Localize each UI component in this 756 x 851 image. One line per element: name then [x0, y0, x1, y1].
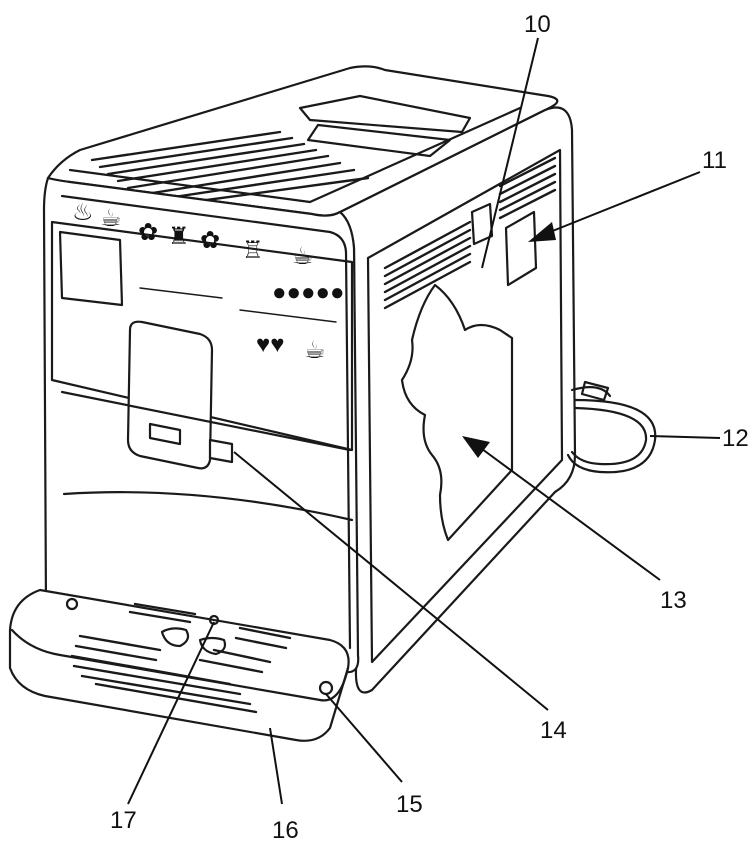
drip-tray-grill [70, 602, 292, 714]
glass-icon: ♖ [242, 237, 264, 264]
leader-16 [269, 727, 283, 805]
leader-10 [481, 37, 539, 269]
bean-icon-2: ✿ [200, 227, 220, 254]
callout-15: 15 [396, 791, 423, 818]
mug-icon-2: ☕ [100, 205, 122, 232]
front-seam-1 [60, 390, 352, 452]
arrowhead-11 [528, 222, 556, 242]
side-vent-right [498, 156, 557, 220]
side-vent-left [383, 220, 472, 310]
leader-13 [477, 445, 661, 581]
control-panel: ♨ ☕ ✿ ♜ ✿ ♖ ☕ ●●●●● ♥♥ ☕ [50, 199, 354, 452]
two-cups-icon: ♥♥ [256, 331, 285, 358]
mug-icon-1: ♨ [72, 199, 94, 226]
cup-icon-3: ☕ [304, 337, 326, 364]
leader-17 [127, 621, 215, 805]
power-cable [566, 380, 657, 474]
cup-warmer-grill [90, 130, 370, 207]
callout-17: 17 [110, 807, 137, 834]
cup-icon-2: ☕ [292, 243, 314, 270]
callout-10: 10 [524, 11, 551, 38]
callout-12: 12 [722, 425, 749, 452]
leader-15 [325, 693, 403, 783]
cup-icon-1: ♜ [168, 223, 190, 250]
callout-13: 13 [660, 587, 687, 614]
callout-11: 11 [702, 147, 727, 174]
bean-icon-1: ✿ [138, 219, 158, 246]
front-seam-2 [62, 491, 354, 522]
arrowhead-13 [462, 436, 490, 458]
type-plate [504, 210, 538, 287]
machine-top [46, 65, 559, 217]
coffee-outlet [126, 320, 234, 470]
leader-14 [233, 451, 549, 711]
leader-lines [127, 37, 721, 805]
side-access-panel [400, 283, 514, 542]
callout-14: 14 [540, 717, 567, 744]
callout-16: 16 [272, 817, 299, 844]
leader-12 [649, 435, 721, 439]
leader-11 [539, 171, 701, 237]
strength-dots: ●●●●● [272, 279, 344, 306]
callout-labels: 10 11 12 13 14 15 16 17 [110, 11, 749, 844]
lid-latch [470, 202, 494, 246]
display-screen [58, 230, 124, 307]
